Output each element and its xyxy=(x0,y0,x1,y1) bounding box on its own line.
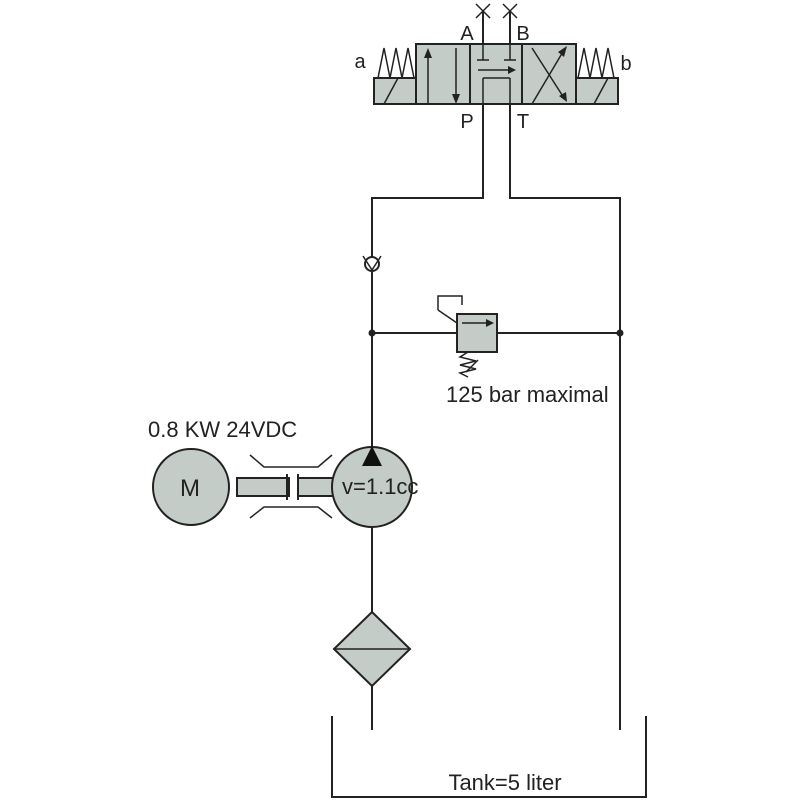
port-b-label: B xyxy=(516,23,529,45)
solenoid-b-body xyxy=(575,77,619,105)
relief-spring-icon xyxy=(457,351,477,378)
filter-icon xyxy=(332,610,412,688)
center-position-blocked-icon xyxy=(477,44,516,104)
shaft-coupling xyxy=(236,454,335,519)
port-b-plug-icon xyxy=(502,3,518,19)
tank-outline xyxy=(331,716,647,798)
motor-symbol: M xyxy=(180,475,200,502)
solenoid-a-body xyxy=(373,77,417,105)
right-position-crossed-arrows-icon xyxy=(531,46,567,105)
check-valve-icon xyxy=(362,255,382,272)
pump-displacement-label: v=1.1cc xyxy=(342,474,418,499)
port-p-label: P xyxy=(460,111,473,133)
junction-right xyxy=(616,329,624,337)
pump-direction-arrow-icon xyxy=(362,446,382,466)
port-t-label: T xyxy=(517,111,529,133)
coupling-guard-bottom xyxy=(249,506,333,519)
pump-shaft xyxy=(297,477,335,497)
relief-valve-body xyxy=(456,313,498,353)
valve-body xyxy=(415,43,577,105)
spring-left-icon xyxy=(377,47,415,79)
relief-valve-label: 125 bar maximal xyxy=(446,382,609,407)
motor-body xyxy=(152,448,230,526)
solenoid-a-label: a xyxy=(354,51,366,73)
pipework xyxy=(368,104,624,730)
junction-left xyxy=(368,329,376,337)
electric-motor: M 0.8 KW 24VDC xyxy=(148,417,297,526)
pilot-line-hook xyxy=(437,295,463,310)
return-line xyxy=(509,104,621,730)
port-a-plug-icon xyxy=(475,3,491,19)
tank: Tank=5 liter xyxy=(331,716,647,798)
directional-control-valve: A B P T a b xyxy=(354,3,632,133)
hydraulic-pump: v=1.1cc xyxy=(331,446,418,528)
motor-rating-label: 0.8 KW 24VDC xyxy=(148,417,297,442)
left-position-arrows-icon xyxy=(424,48,460,104)
port-a-label: A xyxy=(460,23,474,45)
pressure-line xyxy=(371,104,484,258)
solenoid-b-label: b xyxy=(620,53,631,75)
pilot-line xyxy=(437,309,458,324)
coupling-guard-top xyxy=(249,454,333,468)
pressure-relief-valve: 125 bar maximal xyxy=(437,295,609,407)
spring-right-icon xyxy=(577,47,615,79)
motor-shaft xyxy=(236,477,290,497)
tank-label: Tank=5 liter xyxy=(448,770,561,795)
